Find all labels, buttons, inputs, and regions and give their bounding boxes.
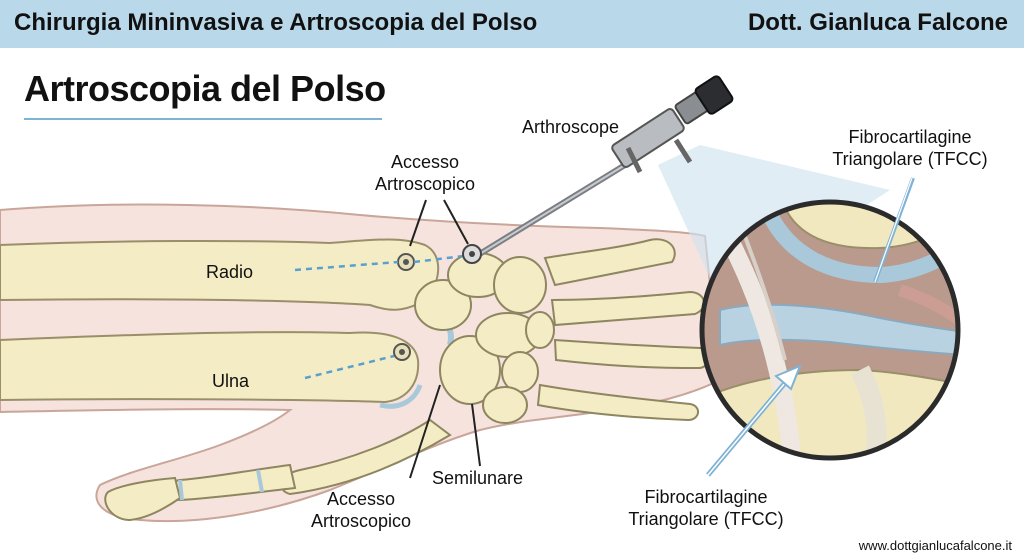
metacarpal-bones <box>104 238 710 522</box>
tfcc-bottom-arrow <box>706 364 802 477</box>
label-semilunare: Semilunare <box>432 468 524 488</box>
label-accesso-bottom: Accesso Artroscopico <box>310 489 412 531</box>
title-underline <box>24 118 382 120</box>
semilunare-bone <box>439 335 501 405</box>
radius-bone <box>0 238 440 311</box>
label-radio: Radio <box>206 262 254 282</box>
ulna-bone <box>0 331 420 404</box>
carpal-bones <box>414 252 555 424</box>
label-accesso-top: Accesso Artroscopico <box>374 152 476 194</box>
label-tfcc-bottom: Fibrocartilagine Triangolare (TFCC) <box>628 487 784 529</box>
header-title: Chirurgia Mininvasiva e Artroscopia del … <box>14 9 538 36</box>
label-tfcc-top: Fibrocartilagine Triangolare (TFCC) <box>832 127 988 169</box>
label-ulna: Ulna <box>212 371 250 391</box>
header-bar <box>0 0 1024 48</box>
label-arthroscope: Arthroscope <box>522 117 620 137</box>
website-url: www.dottgianlucafalcone.it <box>858 538 1012 553</box>
arthroscope-icon <box>462 75 734 264</box>
header-author: Dott. Gianluca Falcone <box>747 9 1008 36</box>
page-title: Artroscopia del Polso <box>24 68 386 109</box>
magnified-view <box>699 199 961 461</box>
leader-lines <box>409 199 481 479</box>
